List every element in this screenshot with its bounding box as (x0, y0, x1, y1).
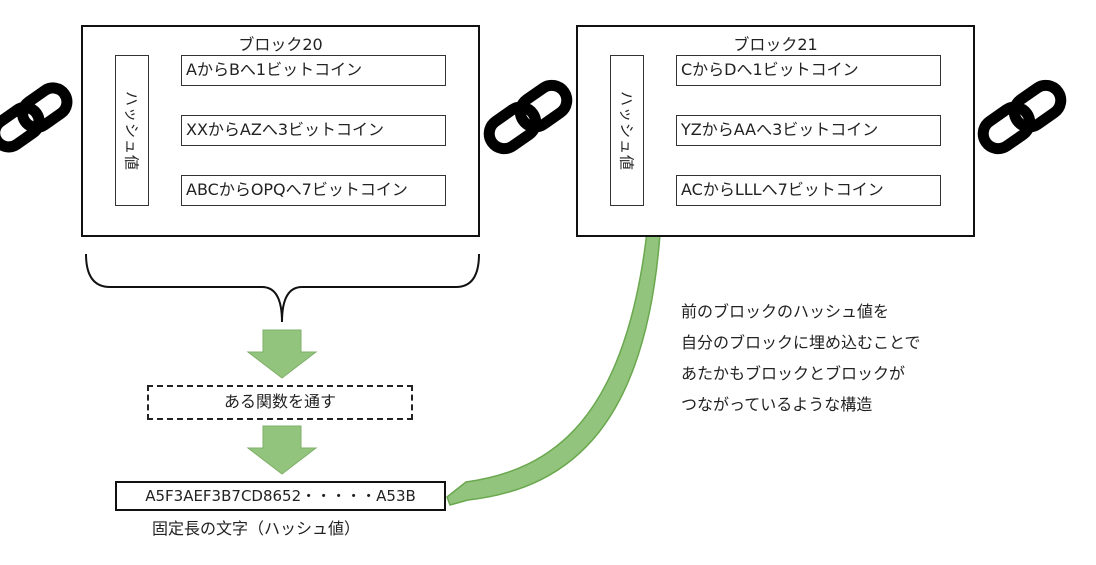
arrow-down-icon (246, 425, 318, 475)
note-line: あたかもブロックとブロックが (681, 364, 906, 383)
chain-link-icon (977, 79, 1067, 155)
hash-field: ハッシュ値 (115, 55, 149, 206)
curved-arrow-icon (446, 205, 667, 506)
note-line: 前のブロックのハッシュ値を (681, 302, 890, 321)
transaction-item: ABCからOPQへ7ビットコイン (181, 175, 446, 206)
note-line: つながっているような構造 (681, 395, 873, 414)
arrow-down-icon (246, 329, 318, 379)
hash-value-box: A5F3AEF3B7CD8652・・・・・A53B (115, 481, 446, 511)
hash-caption: 固定長の文字（ハッシュ値） (152, 519, 361, 538)
transaction-item: ACからLLLへ7ビットコイン (676, 175, 941, 206)
brace (85, 253, 480, 323)
hash-label: ハッシュ値 (617, 90, 636, 171)
hash-field: ハッシュ値 (610, 55, 644, 206)
note-line: 自分のブロックに埋め込むことで (681, 333, 921, 352)
explanation-note: 前のブロックのハッシュ値を 自分のブロックに埋め込むことで あたかもブロックとブ… (681, 296, 921, 420)
chain-link-icon (0, 82, 73, 153)
block-title: ブロック20 (238, 35, 323, 54)
transaction-item: AからBへ1ビットコイン (181, 55, 446, 86)
transaction-item: CからDへ1ビットコイン (676, 55, 941, 86)
chain-link-icon (483, 79, 573, 155)
block-title: ブロック21 (733, 35, 818, 54)
transaction-item: XXからAZへ3ビットコイン (181, 115, 446, 146)
transaction-item: YZからAAへ3ビットコイン (676, 115, 941, 146)
process-box: ある関数を通す (147, 385, 413, 420)
hash-label: ハッシュ値 (122, 90, 141, 171)
